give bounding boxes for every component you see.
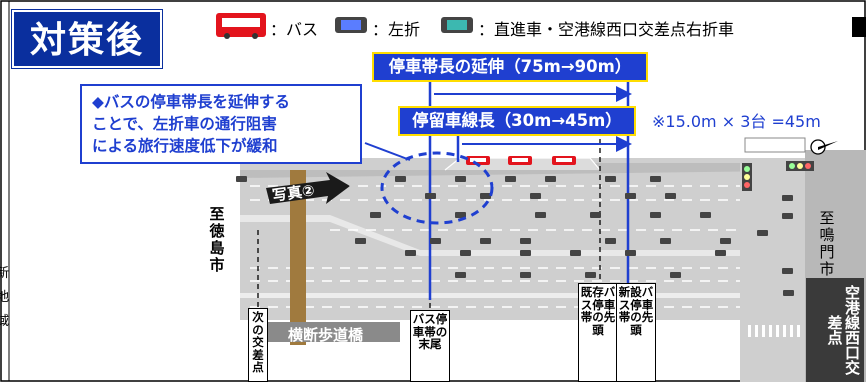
bus-icon: [466, 156, 576, 165]
page-title: 対策後: [11, 9, 163, 69]
sidewalk-strip: [240, 293, 860, 298]
corner-marker: [852, 17, 866, 37]
compass-icon: [810, 139, 838, 155]
destination-left-label: 至徳島市: [209, 205, 225, 274]
median-shoulder: [240, 163, 860, 178]
traffic-signal-icon: [742, 161, 814, 191]
legend-bus-icon: [216, 13, 266, 39]
callout-pointer: [364, 142, 411, 161]
intersection-name-label: 空港線西口交差点: [806, 278, 864, 382]
side-fragment-text: 新地域: [0, 266, 10, 329]
cross-road: [740, 158, 805, 382]
calculation-note: ※15.0m × 3台 =45m: [652, 112, 821, 131]
stop-line-length-box: 停留車線長（30m→45m）: [398, 106, 636, 136]
legend-left-turn-icon: [335, 17, 367, 33]
island-strip: [240, 215, 860, 256]
callout-box: ◆バスの停車帯長を延伸する ことで、左折車の通行阻害 による旅行速度低下が緩和: [80, 84, 362, 164]
marker-next-intersection: 次の交差点: [248, 308, 268, 382]
extension-length-box: 停車帯長の延伸（75m→90m）: [372, 52, 648, 82]
pedestrian-bridge: [290, 170, 306, 345]
legend-straight-icon: [441, 17, 473, 33]
pedestrian-bridge-label: 横断歩道橋: [288, 326, 364, 344]
highlight-ellipse: [380, 151, 494, 225]
legend-straight-label: ：直進車・空港線西口交差点右折車: [478, 20, 735, 39]
crosswalk: [744, 137, 806, 337]
marker-bus-stop-end: バス停車帯の末尾: [410, 310, 450, 382]
car-icons: [236, 176, 794, 296]
destination-right-label: 至鳴門市: [819, 209, 835, 278]
pedestrian-bridge-label-bg: [260, 322, 400, 342]
marker-existing-bus-stop-head: 既存バス停車帯の先頭: [578, 283, 618, 382]
legend-left-turn-label: ：左折: [372, 20, 421, 39]
legend-bus-label: ：バス: [270, 20, 319, 39]
main-road: [240, 158, 860, 320]
marker-new-bus-stop-head: 新設バス停車帯の先頭: [616, 283, 656, 382]
photo-arrow-icon: [266, 172, 350, 204]
